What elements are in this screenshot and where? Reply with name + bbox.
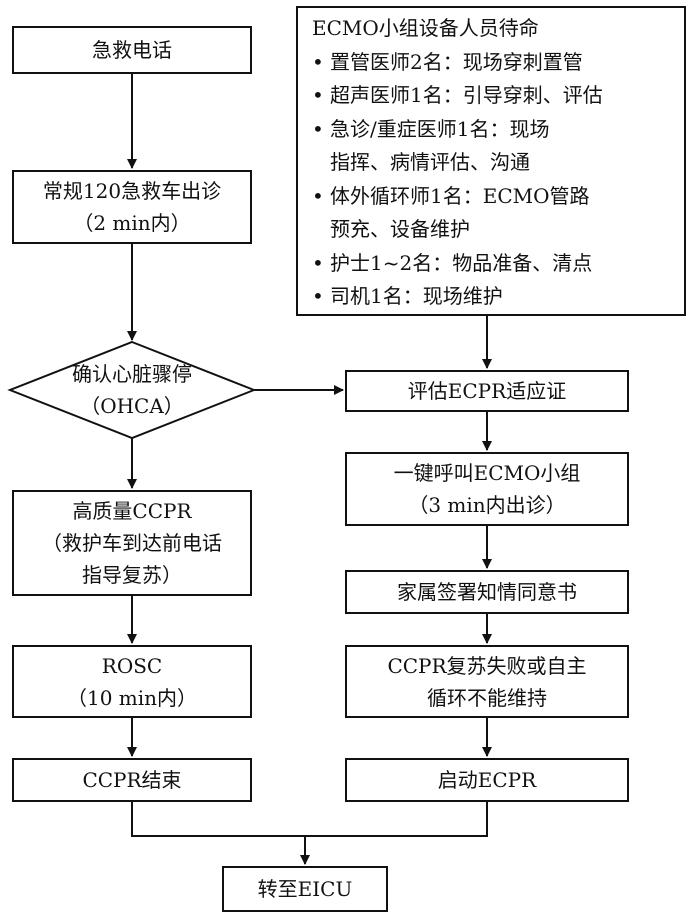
consent-box: 家属签署知情同意书	[345, 570, 629, 614]
confirm-arrest-line-1: 确认心脏骤停	[72, 362, 192, 386]
merge-line	[131, 802, 488, 837]
call-ecmo-team-box: 一键呼叫ECMO小组 （3 min内出诊）	[345, 452, 629, 526]
team-item: • 护士1~2名：物品准备、清点	[312, 247, 672, 281]
team-item-text: 护士1~2名：物品准备、清点	[330, 250, 593, 275]
bullet-icon: •	[312, 83, 324, 107]
bullet-icon: •	[312, 183, 324, 208]
ccpr-line-2: （救护车到达前电话	[42, 531, 222, 555]
ccpr-failure-box: CCPR复苏失败或自主 循环不能维持	[345, 645, 629, 718]
team-item-text: 司机1名：现场维护	[330, 284, 503, 308]
assess-ecpr-label: 评估ECPR适应证	[407, 379, 567, 403]
bullet-icon: •	[312, 116, 324, 141]
rosc-line-2: （10 min内）	[66, 685, 198, 710]
confirm-arrest-line-2: （OHCA）	[80, 394, 184, 418]
call-ecmo-line-2: （3 min内出诊）	[408, 493, 566, 517]
bullet-icon: •	[312, 49, 324, 74]
team-item: • 司机1名：现场维护	[312, 280, 672, 314]
high-quality-ccpr-box: 高质量CCPR （救护车到达前电话 指导复苏）	[12, 490, 252, 596]
ccpr-line-3: 指导复苏）	[82, 563, 182, 587]
team-item-text-cont: 预充、设备维护	[330, 217, 470, 241]
emergency-call-box: 急救电话	[12, 26, 252, 74]
team-item: • 体外循环师1名：ECMO管路 预充、设备维护	[312, 180, 672, 247]
ambulance-dispatch-line-1: 常规120急救车出诊	[42, 179, 222, 203]
team-item-text: 体外循环师1名：ECMO管路	[330, 183, 590, 208]
team-item-text-cont: 指挥、病情评估、沟通	[330, 150, 530, 174]
start-ecpr-box: 启动ECPR	[345, 758, 629, 802]
emergency-call-label: 急救电话	[92, 38, 172, 62]
transfer-eicu-box: 转至EICU	[222, 866, 388, 912]
ecmo-team-standby-box: ECMO小组设备人员待命 • 置管医师2名：现场穿刺置管 • 超声医师1名：引导…	[296, 6, 686, 316]
ccpr-failure-line-2: 循环不能维持	[427, 685, 547, 710]
ccpr-end-box: CCPR结束	[12, 758, 252, 802]
team-item-text: 置管医师2名：现场穿刺置管	[330, 49, 583, 74]
ecmo-team-title: ECMO小组设备人员待命	[312, 16, 539, 40]
ccpr-failure-line-1: CCPR复苏失败或自主	[387, 653, 587, 678]
rosc-line-1: ROSC	[101, 653, 163, 678]
ambulance-dispatch-line-2: （2 min内）	[73, 211, 191, 235]
ambulance-dispatch-box: 常规120急救车出诊 （2 min内）	[12, 170, 252, 244]
bullet-icon: •	[312, 250, 324, 275]
transfer-eicu-label: 转至EICU	[257, 877, 353, 901]
assess-ecpr-box: 评估ECPR适应证	[345, 370, 629, 412]
rosc-box: ROSC （10 min内）	[12, 645, 252, 718]
team-item: • 超声医师1名：引导穿刺、评估	[312, 79, 672, 113]
team-item-text: 超声医师1名：引导穿刺、评估	[330, 83, 603, 107]
confirm-arrest-text: 确认心脏骤停 （OHCA）	[30, 358, 234, 422]
bullet-icon: •	[312, 284, 324, 308]
ccpr-line-1: 高质量CCPR	[72, 499, 192, 523]
team-item: • 置管医师2名：现场穿刺置管	[312, 46, 672, 80]
team-item-text: 急诊/重症医师1名：现场	[330, 116, 550, 141]
team-item: • 急诊/重症医师1名：现场 指挥、病情评估、沟通	[312, 113, 672, 180]
consent-label: 家属签署知情同意书	[397, 580, 577, 604]
start-ecpr-label: 启动ECPR	[437, 768, 537, 792]
call-ecmo-line-1: 一键呼叫ECMO小组	[393, 461, 581, 485]
ccpr-end-label: CCPR结束	[82, 768, 182, 792]
